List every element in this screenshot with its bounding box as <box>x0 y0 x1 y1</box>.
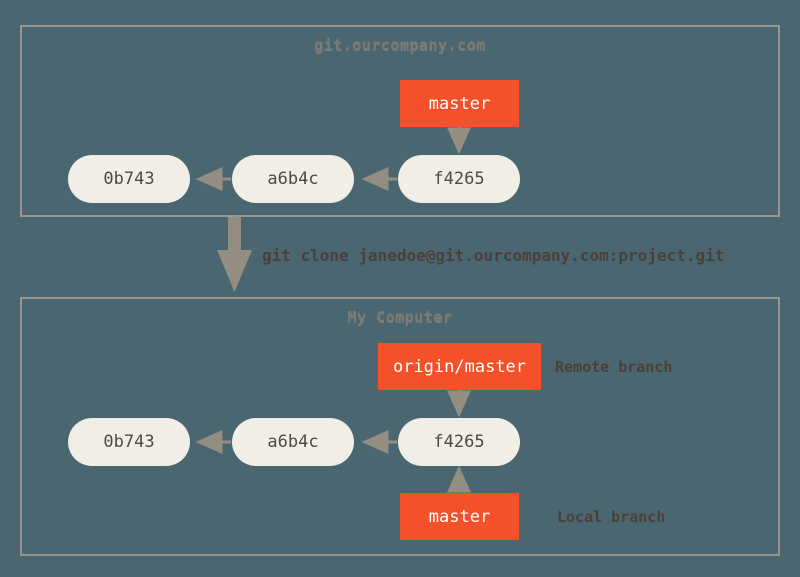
remote-commit-node-0[interactable]: 0b743 <box>68 155 190 203</box>
remote-branch-master-box[interactable]: master <box>400 80 519 127</box>
local-repository-panel <box>20 297 780 556</box>
origin-master-branch-label: origin/master <box>392 356 527 377</box>
local-commit-node-0[interactable]: 0b743 <box>68 418 190 466</box>
remote-branch-annotation: Remote branch <box>555 358 673 376</box>
commit-id: f4265 <box>433 432 485 452</box>
origin-master-branch-box[interactable]: origin/master <box>378 343 541 390</box>
local-panel-title: My Computer <box>347 308 453 326</box>
remote-panel-title: git.ourcompany.com <box>314 36 486 54</box>
arrow-git-clone <box>217 217 252 292</box>
local-branch-master-box[interactable]: master <box>400 493 519 540</box>
local-branch-annotation: Local branch <box>557 508 666 526</box>
remote-repository-panel <box>20 25 780 217</box>
remote-commit-node-1[interactable]: a6b4c <box>232 155 354 203</box>
remote-commit-node-2[interactable]: f4265 <box>398 155 520 203</box>
remote-branch-master-label: master <box>428 93 491 114</box>
commit-id: 0b743 <box>103 169 155 189</box>
local-commit-node-1[interactable]: a6b4c <box>232 418 354 466</box>
local-commit-node-2[interactable]: f4265 <box>398 418 520 466</box>
git-clone-command-label: git clone janedoe@git.ourcompany.com:pro… <box>262 246 725 265</box>
local-branch-master-label: master <box>428 506 491 527</box>
commit-id: f4265 <box>433 169 485 189</box>
commit-id: a6b4c <box>267 432 319 452</box>
commit-id: a6b4c <box>267 169 319 189</box>
commit-id: 0b743 <box>103 432 155 452</box>
